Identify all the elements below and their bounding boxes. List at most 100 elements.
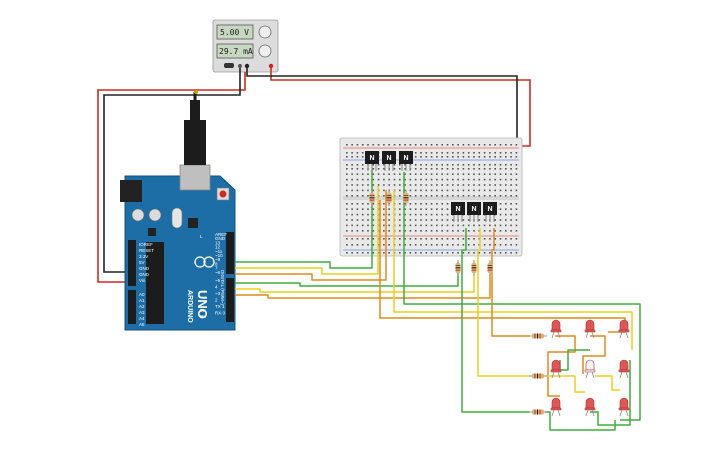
wire-arduino-10: [235, 262, 459, 287]
led[interactable]: [584, 359, 596, 379]
led[interactable]: [550, 359, 562, 379]
digital-pin-label: ~11: [215, 249, 223, 254]
power-switch[interactable]: [224, 63, 234, 68]
power-pin-label: GND: [139, 272, 150, 277]
atmega-chip: [146, 242, 164, 324]
resistor[interactable]: [529, 333, 547, 339]
digital-pin-label: GND: [215, 236, 226, 241]
power-pin-label: GND: [139, 266, 150, 271]
digital-pin-label: ~10: [215, 253, 223, 258]
digital-pin-label: ~3: [215, 291, 221, 296]
digital-label: DIGITAL (PWM~): [220, 270, 225, 305]
wire-row-2: [477, 228, 530, 377]
digital-header-high: [226, 232, 234, 274]
l-label: L: [200, 234, 203, 239]
rx-label: RX: [200, 314, 206, 319]
arduino-uno[interactable]: ARDUINO UNO DIGITAL (PWM~) IOREFRESET3.3…: [120, 164, 236, 331]
wire-arduino-11: [235, 190, 387, 281]
power-pin-label: RESET: [139, 248, 154, 253]
wire-arduino-13: [235, 170, 373, 269]
led[interactable]: [584, 319, 596, 339]
wire-supply-negative-breadboard: [246, 66, 518, 141]
digital-pin-label: 8: [215, 261, 218, 266]
wire-supply-arduino-gnd: [103, 68, 241, 273]
analog-pin-label: A2: [139, 304, 145, 309]
resistor[interactable]: [386, 190, 392, 206]
analog-pin-label: A1: [139, 298, 145, 303]
wire-col-1: [403, 172, 641, 421]
led[interactable]: [618, 319, 630, 339]
digital-pin-label: TX 1: [215, 304, 225, 309]
resistor[interactable]: [369, 190, 375, 206]
transistor-label: N: [488, 206, 493, 213]
analog-header: [128, 290, 136, 324]
tx-label: TX: [200, 308, 206, 313]
power-header: [128, 240, 136, 286]
digital-pin-label: 7: [215, 266, 218, 271]
current-knob[interactable]: [258, 44, 272, 58]
power-pin-label: 3.3V: [139, 254, 148, 259]
npn-transistor[interactable]: N: [382, 151, 396, 171]
npn-transistor[interactable]: N: [451, 202, 465, 222]
digital-header-low: [226, 278, 234, 322]
digital-pin-label: 4: [215, 285, 218, 290]
power-supply[interactable]: 5.00 V 29.7 mA: [212, 19, 279, 73]
resistor[interactable]: [403, 190, 409, 206]
capacitor-2: [148, 208, 162, 222]
breadboard-holes: [346, 144, 518, 254]
wire-arduino-12: [235, 186, 379, 275]
wire-col-2: [393, 190, 633, 350]
wire-row-1: [491, 228, 530, 337]
digital-pin-label: ~5: [215, 278, 221, 283]
wire-arduino-8: [235, 262, 491, 299]
resistor[interactable]: [471, 260, 477, 276]
arduino-model: UNO: [195, 290, 210, 319]
analog-pin-label: A4: [139, 316, 145, 321]
resistor[interactable]: [455, 260, 461, 276]
analog-pin-label: A0: [139, 292, 145, 297]
analog-pin-label: A5: [139, 322, 145, 327]
digital-pin-label: 13: [215, 240, 221, 245]
npn-transistor[interactable]: N: [365, 151, 379, 171]
voltage-knob[interactable]: [258, 25, 272, 39]
crystal: [171, 207, 183, 229]
resistor[interactable]: [529, 373, 547, 379]
npn-transistor[interactable]: N: [399, 151, 413, 171]
breadboard-center-channel: [343, 196, 519, 200]
ground-terminal[interactable]: [238, 64, 242, 68]
digital-pin-label: ~6: [215, 270, 221, 275]
digital-pin-label: ~9: [215, 257, 221, 262]
resistor[interactable]: [487, 260, 493, 276]
led-matrix: [550, 319, 630, 417]
led[interactable]: [618, 359, 630, 379]
digital-pin-label: 2: [215, 298, 218, 303]
led[interactable]: [584, 397, 596, 417]
arduino-brand: ARDUINO: [186, 290, 193, 323]
reset-button[interactable]: [219, 190, 227, 198]
resistors: [369, 190, 547, 415]
led[interactable]: [550, 319, 562, 339]
npn-transistor[interactable]: N: [483, 202, 497, 222]
digital-pin-label: 12: [215, 245, 221, 250]
current-display: [216, 43, 254, 59]
voltage-display: [216, 24, 254, 40]
arduino-logo-icon: [194, 256, 215, 268]
transistor-label: N: [404, 155, 409, 162]
voltage-readout: 5.00 V: [220, 28, 249, 37]
wire-row-3: [461, 228, 530, 413]
usb-chip: [188, 218, 198, 228]
usb-cable: [184, 90, 206, 165]
wire-supply-positive-breadboard: [270, 66, 531, 147]
power-pin-label: IOREF: [139, 242, 153, 247]
small-chip: [148, 228, 156, 236]
transistor-label: N: [472, 206, 477, 213]
digital-pin-label: RX 0: [215, 311, 226, 316]
npn-transistor[interactable]: N: [467, 202, 481, 222]
resistor[interactable]: [529, 409, 547, 415]
led[interactable]: [550, 397, 562, 417]
transistor-label: N: [370, 155, 375, 162]
analog-pin-label: A3: [139, 310, 145, 315]
led[interactable]: [618, 397, 630, 417]
